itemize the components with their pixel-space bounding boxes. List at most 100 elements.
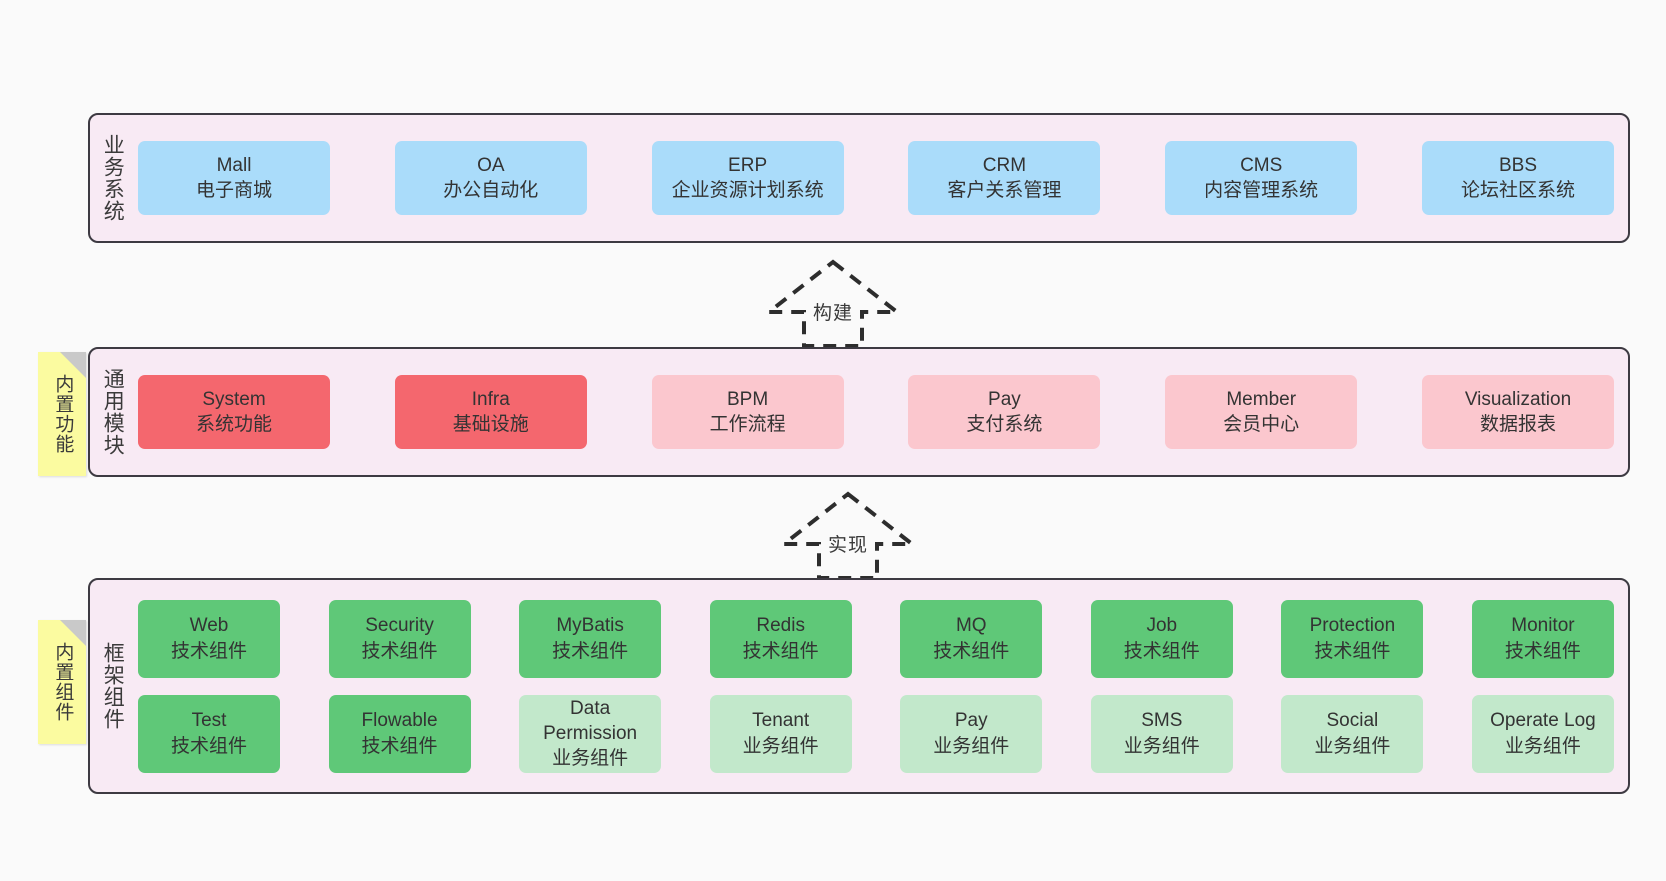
connector-implement-label: 实现: [827, 535, 868, 556]
card-data-permission[interactable]: Data Permission 业务组件: [519, 694, 662, 773]
layer-body-business: Mall 电子商城 OA 办公自动化 ERP 企业资源计划系统 CRM 客户关系…: [134, 115, 1628, 241]
card-social-name: Social: [1326, 710, 1379, 732]
card-protection-name: Protection: [1309, 615, 1396, 637]
card-visualization[interactable]: Visualization 数据报表: [1421, 375, 1614, 449]
card-system-desc: 系统功能: [195, 414, 272, 435]
card-crm-desc: 客户关系管理: [947, 180, 1062, 201]
card-test[interactable]: Test 技术组件: [138, 694, 280, 773]
layer-title-modules: 通用模块: [101, 368, 125, 456]
connector-implement-arrow: 实现: [773, 490, 923, 580]
modules-card-row: System 系统功能 Infra 基础设施 BPM 工作流程 Pay 支付系统…: [138, 375, 1614, 449]
card-bbs[interactable]: BBS 论坛社区系统: [1421, 141, 1614, 215]
card-sms-name: SMS: [1141, 710, 1183, 732]
card-cms-desc: 内容管理系统: [1204, 180, 1319, 201]
card-security-desc: 技术组件: [361, 640, 438, 662]
card-mall[interactable]: Mall 电子商城: [138, 141, 330, 215]
card-bpm[interactable]: BPM 工作流程: [651, 375, 844, 449]
card-mq[interactable]: MQ 技术组件: [900, 599, 1043, 678]
card-operate-log[interactable]: Operate Log 业务组件: [1471, 694, 1614, 773]
layer-common-modules: 通用模块 System 系统功能 Infra 基础设施 BPM 工作流程 Pay: [88, 347, 1630, 477]
card-visualization-name: Visualization: [1464, 388, 1572, 410]
card-web-name: Web: [189, 615, 229, 637]
card-test-desc: 技术组件: [170, 735, 247, 757]
card-data-permission-desc: 业务组件: [552, 748, 629, 770]
sticky-note-builtin-components-label: 内置组件: [52, 642, 74, 722]
card-bpm-desc: 工作流程: [709, 414, 786, 435]
card-mybatis-name: MyBatis: [556, 615, 624, 637]
framework-tech-row: Web 技术组件 Security 技术组件 MyBatis 技术组件 Redi…: [138, 599, 1614, 678]
card-pay-module-name: Pay: [988, 388, 1021, 410]
card-mall-name: Mall: [216, 154, 252, 176]
card-monitor-desc: 技术组件: [1504, 640, 1581, 662]
card-monitor[interactable]: Monitor 技术组件: [1471, 599, 1614, 678]
card-tenant-desc: 业务组件: [742, 735, 819, 757]
card-member-name: Member: [1226, 388, 1297, 410]
card-pay-component[interactable]: Pay 业务组件: [900, 694, 1043, 773]
card-bpm-name: BPM: [727, 388, 769, 410]
card-oa-desc: 办公自动化: [443, 180, 539, 201]
card-social-desc: 业务组件: [1314, 735, 1391, 757]
card-infra-desc: 基础设施: [452, 414, 529, 435]
sticky-note-builtin-functions-label: 内置功能: [52, 374, 74, 454]
card-pay-module-desc: 支付系统: [966, 414, 1043, 435]
card-member[interactable]: Member 会员中心: [1165, 375, 1358, 449]
card-infra-name: Infra: [471, 388, 510, 410]
card-tenant[interactable]: Tenant 业务组件: [709, 694, 852, 773]
card-flowable[interactable]: Flowable 技术组件: [328, 694, 471, 773]
card-system-name: System: [202, 388, 266, 410]
card-pay-module[interactable]: Pay 支付系统: [908, 375, 1101, 449]
card-erp-name: ERP: [728, 154, 768, 176]
card-oa-name: OA: [477, 154, 505, 176]
card-monitor-name: Monitor: [1511, 615, 1575, 637]
card-job-desc: 技术组件: [1123, 640, 1200, 662]
card-flowable-name: Flowable: [361, 710, 438, 732]
card-data-permission-name: Data Permission: [543, 697, 638, 744]
card-cms[interactable]: CMS 内容管理系统: [1165, 141, 1358, 215]
card-crm[interactable]: CRM 客户关系管理: [908, 141, 1101, 215]
card-mall-desc: 电子商城: [195, 180, 272, 201]
card-operate-log-desc: 业务组件: [1504, 735, 1581, 757]
card-visualization-desc: 数据报表: [1479, 414, 1556, 435]
layer-title-business: 业务系统: [101, 134, 125, 222]
card-pay-component-desc: 业务组件: [933, 735, 1010, 757]
sticky-note-builtin-components: 内置组件: [38, 620, 86, 744]
card-infra[interactable]: Infra 基础设施: [394, 375, 587, 449]
card-tenant-name: Tenant: [752, 710, 810, 732]
card-oa[interactable]: OA 办公自动化: [394, 141, 587, 215]
card-mybatis-desc: 技术组件: [552, 640, 629, 662]
card-erp[interactable]: ERP 企业资源计划系统: [651, 141, 844, 215]
layer-framework-components: 框架组件 Web 技术组件 Security 技术组件 MyBatis 技术组件…: [88, 578, 1630, 794]
card-member-desc: 会员中心: [1223, 414, 1300, 435]
card-protection-desc: 技术组件: [1314, 640, 1391, 662]
card-social[interactable]: Social 业务组件: [1281, 694, 1424, 773]
card-protection[interactable]: Protection 技术组件: [1281, 599, 1424, 678]
card-mq-name: MQ: [955, 615, 987, 637]
sticky-note-builtin-functions: 内置功能: [38, 352, 86, 476]
card-redis-desc: 技术组件: [742, 640, 819, 662]
card-mybatis[interactable]: MyBatis 技术组件: [519, 599, 662, 678]
card-system[interactable]: System 系统功能: [138, 375, 330, 449]
connector-build-arrow: 构建: [758, 258, 908, 348]
card-sms[interactable]: SMS 业务组件: [1090, 694, 1233, 773]
card-job[interactable]: Job 技术组件: [1090, 599, 1233, 678]
layer-business-system: 业务系统 Mall 电子商城 OA 办公自动化 ERP 企业资源计划系统 CRM: [88, 113, 1630, 243]
card-test-name: Test: [191, 710, 227, 732]
card-erp-desc: 企业资源计划系统: [671, 180, 824, 201]
card-pay-component-name: Pay: [954, 710, 988, 732]
business-card-row: Mall 电子商城 OA 办公自动化 ERP 企业资源计划系统 CRM 客户关系…: [138, 141, 1614, 215]
layer-body-framework: Web 技术组件 Security 技术组件 MyBatis 技术组件 Redi…: [134, 580, 1628, 792]
connector-build-label: 构建: [812, 303, 853, 324]
card-operate-log-name: Operate Log: [1490, 710, 1596, 732]
framework-biz-row: Test 技术组件 Flowable 技术组件 Data Permission …: [138, 694, 1614, 773]
card-web[interactable]: Web 技术组件: [138, 599, 280, 678]
card-redis-name: Redis: [756, 615, 805, 637]
card-mq-desc: 技术组件: [933, 640, 1010, 662]
card-crm-name: CRM: [982, 154, 1027, 176]
card-sms-desc: 业务组件: [1123, 735, 1200, 757]
card-security[interactable]: Security 技术组件: [328, 599, 471, 678]
layer-body-modules: System 系统功能 Infra 基础设施 BPM 工作流程 Pay 支付系统…: [134, 349, 1628, 475]
card-redis[interactable]: Redis 技术组件: [709, 599, 852, 678]
card-bbs-desc: 论坛社区系统: [1460, 180, 1575, 201]
card-job-name: Job: [1146, 615, 1178, 637]
